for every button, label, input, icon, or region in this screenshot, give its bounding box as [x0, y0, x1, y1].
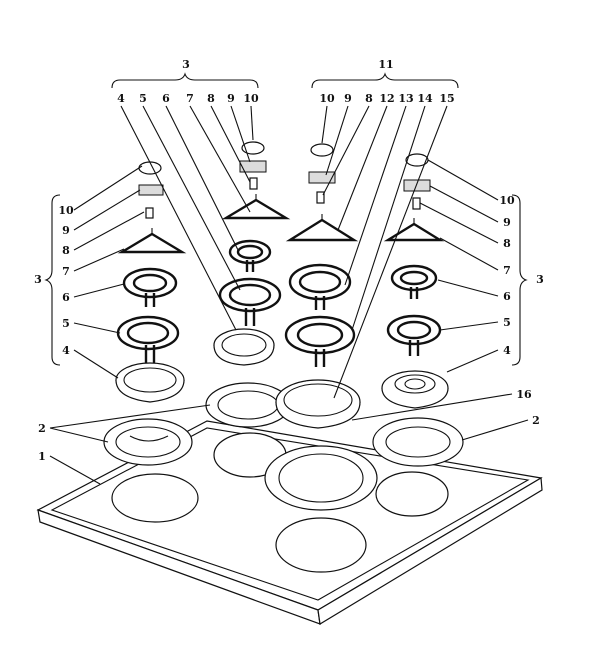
- brace-right: [511, 194, 528, 366]
- coil-center-left-lower: [218, 277, 282, 326]
- callout-left-col-4: 6: [62, 291, 70, 304]
- coil-center-right-lower: [284, 315, 356, 367]
- receptacle-set-right: [403, 153, 431, 210]
- support-bracket-left: [117, 228, 187, 254]
- callout-top-left-3: 7: [186, 92, 194, 105]
- callout-group-right-side: 3: [536, 273, 544, 286]
- brace-top-left: [111, 72, 259, 89]
- callout-right-col-2: 8: [503, 237, 511, 250]
- receptacle-set-center-right: [308, 143, 336, 204]
- coil-center-left-upper: [228, 239, 272, 272]
- drip-pan-large: [275, 379, 361, 429]
- callout-top-right-0: 10: [319, 92, 335, 105]
- cooktop-panel: [36, 420, 543, 625]
- cooktop-hole-left-front: [111, 473, 199, 523]
- callout-top-right-5: 14: [417, 92, 433, 105]
- receptacle-set-left: [138, 161, 164, 219]
- cooktop-hole-right-front: [275, 517, 367, 573]
- callout-left-col-5: 5: [62, 317, 70, 330]
- callout-left-col-1: 9: [62, 224, 70, 237]
- callout-right-col-5: 5: [503, 316, 511, 329]
- callout-right-col-3: 7: [503, 264, 511, 277]
- drip-pan-right: [381, 370, 449, 409]
- callout-top-right-6: 15: [439, 92, 454, 105]
- callout-group-right-top: 11: [378, 58, 393, 71]
- callout-right-col-4: 6: [503, 290, 511, 303]
- callout-top-right-3: 12: [379, 92, 394, 105]
- callout-top-right-4: 13: [398, 92, 413, 105]
- coil-right-upper: [390, 264, 438, 299]
- callout-left-col-6: 4: [62, 344, 70, 357]
- callout-top-left-6: 10: [243, 92, 259, 105]
- support-bracket-center-left: [221, 194, 291, 220]
- callout-right-col-6: 4: [503, 344, 511, 357]
- callout-top-left-2: 6: [162, 92, 170, 105]
- leader-lines: [49, 105, 529, 485]
- callout-drip-pan-large: 16: [516, 388, 532, 401]
- callout-trim-ring-left: 2: [38, 422, 46, 435]
- coil-left-upper: [122, 267, 178, 307]
- trim-ring-left-front: [103, 418, 193, 466]
- drip-pan-left: [115, 362, 185, 403]
- support-bracket-right: [383, 218, 445, 242]
- brace-top-right: [311, 72, 459, 89]
- coil-center-right-upper: [288, 263, 352, 310]
- callout-trim-ring-right: 2: [532, 414, 540, 427]
- callout-group-left-top: 3: [182, 58, 190, 71]
- callout-top-right-1: 9: [344, 92, 352, 105]
- cooktop-hole-center: [264, 445, 378, 511]
- callout-right-col-0: 10: [499, 194, 515, 207]
- receptacle-set-center-left: [239, 141, 267, 190]
- callout-labels: 3 11 3 3 4 5 6 7 8 9 10 10 9 8 12 13 14 …: [34, 58, 544, 463]
- drip-pan-center-left: [213, 328, 275, 366]
- callout-group-left-side: 3: [34, 273, 42, 286]
- callout-top-left-5: 9: [227, 92, 235, 105]
- callout-top-left-0: 4: [117, 92, 125, 105]
- coil-left-lower: [116, 315, 180, 363]
- trim-ring-right-rear: [372, 417, 464, 467]
- callout-top-left-1: 5: [139, 92, 147, 105]
- callout-left-col-2: 8: [62, 244, 70, 257]
- callout-cooktop: 1: [38, 450, 46, 463]
- brace-left: [44, 194, 61, 366]
- callout-left-col-0: 10: [58, 204, 74, 217]
- support-bracket-center-right: [285, 214, 359, 242]
- callout-top-right-2: 8: [365, 92, 373, 105]
- callout-left-col-3: 7: [62, 265, 70, 278]
- callout-right-col-1: 9: [503, 216, 511, 229]
- cooktop-hole-right-rear: [375, 471, 449, 517]
- callout-top-left-4: 8: [207, 92, 215, 105]
- coil-right-lower: [386, 314, 442, 356]
